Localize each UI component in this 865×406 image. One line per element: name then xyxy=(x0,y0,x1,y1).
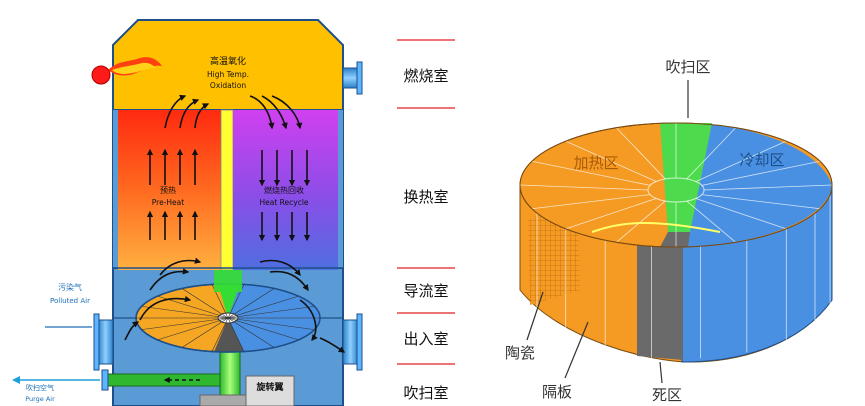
flow-curve xyxy=(179,98,200,129)
purge-pipe xyxy=(101,369,221,391)
purge-en: Purge Air xyxy=(25,395,55,403)
label-cooling-zone: 冷却区 xyxy=(739,151,784,169)
purge-zone xyxy=(660,123,712,232)
disk-spoke xyxy=(211,317,229,352)
disk-spoke xyxy=(227,317,299,341)
rotor-spoke xyxy=(565,140,657,182)
preheat-chamber xyxy=(118,110,221,270)
rotor-spoke xyxy=(616,200,666,243)
flow-curve xyxy=(319,337,346,353)
rotor-spoke xyxy=(695,198,787,230)
rotor-spoke xyxy=(519,184,649,191)
rotor-spoke xyxy=(695,140,787,182)
disk-spoke xyxy=(227,317,275,348)
flow-curve xyxy=(149,268,190,291)
leader-ceramic xyxy=(526,291,544,341)
label-purge-zone: 吹扫区 xyxy=(665,58,710,76)
rotor-spoke xyxy=(616,127,666,180)
flow-curve xyxy=(159,257,202,276)
purge-channel xyxy=(214,270,242,292)
purge-arrow xyxy=(12,376,100,384)
disk-spoke xyxy=(141,306,229,319)
label-heating-zone: 加热区 xyxy=(573,154,618,172)
rotor-spoke xyxy=(565,198,657,230)
disk-spoke xyxy=(227,288,275,319)
side-labels: 燃烧室 换热室 导流室 出入室 吹扫室 xyxy=(397,39,455,402)
disk-spoke xyxy=(181,288,229,319)
purge-cn: 吹扫空气 xyxy=(26,383,54,392)
flow-curve xyxy=(194,103,210,129)
side-label-inout: 出入室 xyxy=(403,330,448,348)
inlet-nozzle-polluted xyxy=(93,313,114,371)
outlet-nozzle-top xyxy=(342,61,363,95)
rotor-spoke xyxy=(686,200,736,243)
rotor-spoke xyxy=(703,184,833,191)
polluted-cn: 污染气 xyxy=(58,282,82,292)
recycle-chamber xyxy=(233,110,338,270)
flow-curve xyxy=(124,321,140,341)
side-label-purge: 吹扫室 xyxy=(403,384,448,402)
rotor-cn: 旋转翼 xyxy=(255,381,283,393)
burner-icon xyxy=(91,57,162,85)
rotation-arrow xyxy=(591,222,721,233)
disk-spoke xyxy=(227,317,245,352)
rotary-disk xyxy=(135,283,321,353)
label-ceramic: 陶瓷 xyxy=(505,344,535,362)
rotor-spoke xyxy=(531,160,651,186)
rotor-spoke xyxy=(531,194,651,210)
dead-zone-side xyxy=(637,216,688,360)
disk-spoke xyxy=(181,317,229,348)
rotor-spoke xyxy=(701,194,821,210)
label-dead-zone: 死区 xyxy=(652,386,682,404)
combustion-en1: High Temp. xyxy=(207,70,249,79)
leader-partition xyxy=(564,321,589,379)
flow-curve xyxy=(259,259,301,277)
combustion-en2: Oxidation xyxy=(210,81,246,90)
flow-curve xyxy=(164,94,187,129)
preheat-en: Pre-Heat xyxy=(152,198,184,207)
divider-wall xyxy=(220,109,234,271)
leader-dead xyxy=(659,361,663,384)
flow-curve xyxy=(139,295,192,321)
side-label-guide: 导流室 xyxy=(403,282,448,300)
label-partition: 隔板 xyxy=(542,383,572,401)
disk-spoke xyxy=(157,317,229,341)
disk-spoke xyxy=(227,317,315,330)
polluted-en: Polluted Air xyxy=(50,297,90,305)
flow-curve xyxy=(261,95,288,130)
disk-spoke xyxy=(141,317,229,330)
recycle-cn: 燃烧热回收 xyxy=(264,185,304,195)
rotor-3d xyxy=(519,122,833,363)
side-label-exchange: 换热室 xyxy=(403,188,448,206)
recycle-en: Heat Recycle xyxy=(259,198,308,207)
rotor-shaft xyxy=(199,339,295,406)
disk-spoke xyxy=(227,306,315,319)
rotor-spoke xyxy=(701,160,821,186)
flow-curve xyxy=(271,95,303,130)
flow-curve xyxy=(269,270,309,292)
preheat-cn: 预热 xyxy=(160,185,176,195)
flow-curve xyxy=(299,299,318,342)
rotor-spoke xyxy=(686,127,736,180)
flow-arrows xyxy=(124,94,346,353)
disk-spoke xyxy=(227,295,299,319)
combustion-cn: 高温氧化 xyxy=(210,55,246,67)
flow-curve xyxy=(249,95,275,130)
outlet-nozzle-clean xyxy=(342,313,363,371)
side-label-combustion: 燃烧室 xyxy=(403,67,448,85)
